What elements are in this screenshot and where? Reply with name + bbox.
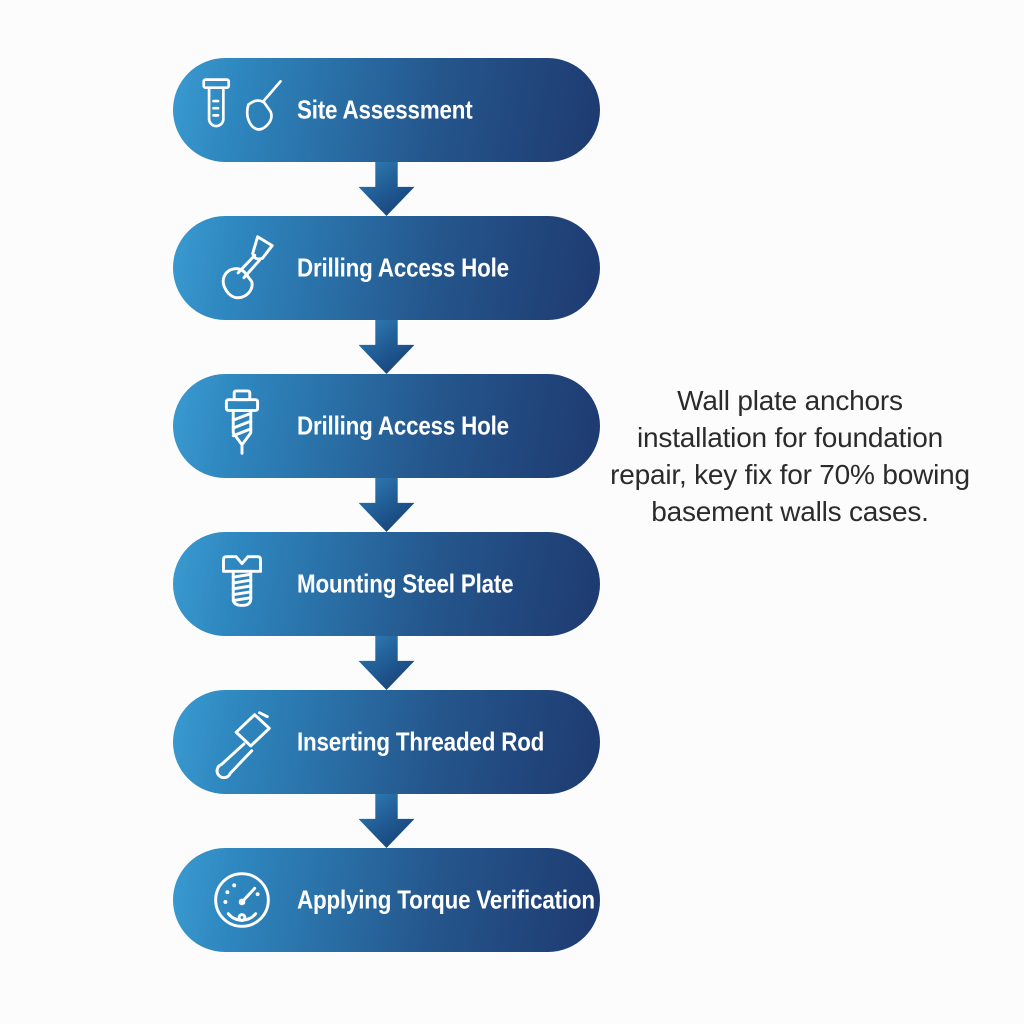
step-label: Drilling Access Hole [297,410,509,441]
screw-drill-bit-icon [203,387,281,465]
down-arrow-connector [358,320,415,374]
step-pill-drilling-access-hole-2: Drilling Access Hole [173,374,600,478]
step-label: Drilling Access Hole [297,252,509,283]
gauge-icon [203,861,281,939]
bolt-icon [203,545,281,623]
step-pill-inserting-threaded-rod: Inserting Threaded Rod [173,690,600,794]
down-arrow-connector [358,794,415,848]
caption: Wall plate anchors installation for foun… [610,385,970,527]
down-arrow-connector [358,478,415,532]
step-pill-drilling-access-hole-1: Drilling Access Hole [173,216,600,320]
step-label: Applying Torque Verification [297,884,595,915]
step-label: Site Assessment [297,94,473,125]
down-arrow-connector [358,636,415,690]
step-label: Mounting Steel Plate [297,568,514,599]
down-arrow-connector [358,162,415,216]
step-pill-applying-torque-verification: Applying Torque Verification [173,848,600,952]
flow-diagram: Site Assessment Drilling Access Hole [173,58,600,952]
mallet-icon [203,703,281,781]
step-label: Inserting Threaded Rod [297,726,545,757]
step-pill-mounting-steel-plate: Mounting Steel Plate [173,532,600,636]
step-pill-site-assessment: Site Assessment [173,58,600,162]
test-tube-and-trowel-icon [193,71,293,149]
shovel-icon [203,229,281,307]
